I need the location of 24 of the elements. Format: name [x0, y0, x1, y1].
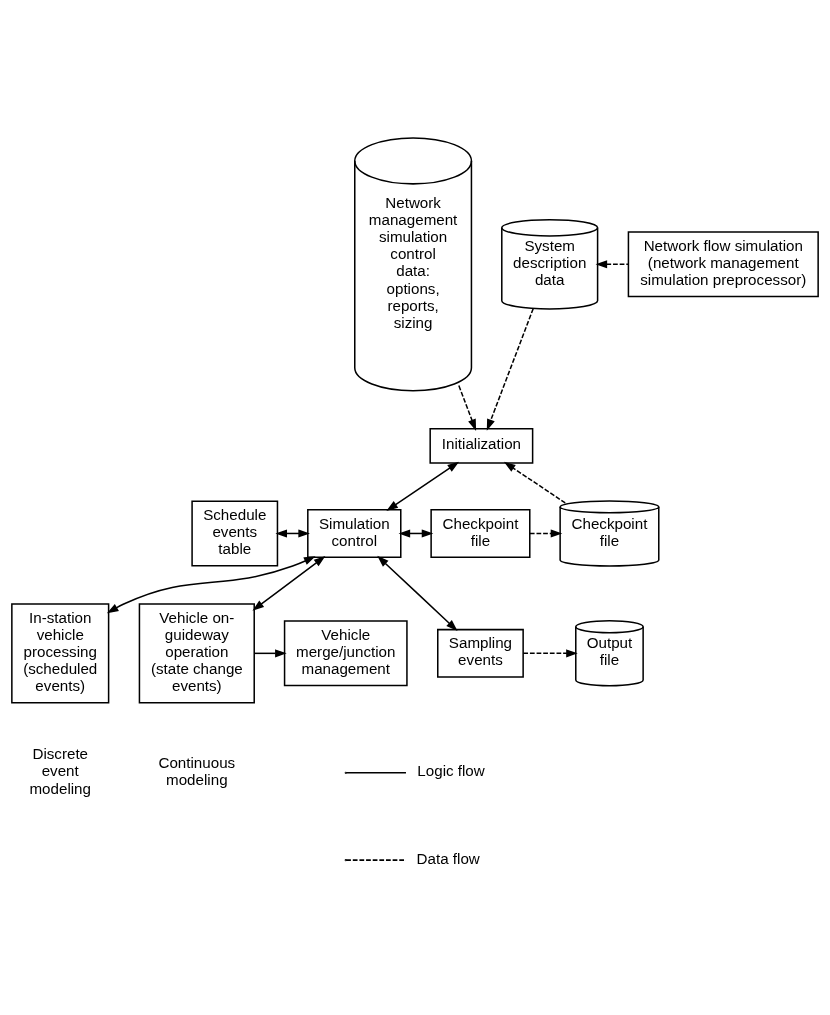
- node-box: Simulation control: [307, 509, 402, 558]
- arrow: [458, 384, 477, 431]
- arrow: [486, 308, 534, 431]
- node-label: Continuous modeling: [158, 753, 236, 788]
- arrow: [595, 260, 629, 269]
- arrow: [377, 555, 458, 631]
- legend-label: Logic flow: [417, 762, 485, 780]
- arrow: [503, 461, 566, 504]
- node-label: Discrete event modeling: [29, 745, 91, 797]
- arrow: [522, 649, 578, 658]
- arrow: [529, 529, 563, 538]
- node-box: Vehicle merge/junction management: [283, 620, 408, 687]
- arrow: [106, 556, 316, 614]
- legend-label: Data flow: [416, 849, 480, 867]
- node-box: Initialization: [429, 428, 534, 464]
- node-box: Sampling events: [437, 628, 524, 678]
- node-box: Vehicle on-guideway operation (state change events): [138, 603, 255, 704]
- node-box: Checkpoint file: [430, 509, 531, 558]
- arrow: [252, 556, 326, 611]
- node-box: Network flow simulation (network management simulation preprocessor): [627, 231, 819, 298]
- node-box: In-station vehicle processing (scheduled events): [11, 603, 110, 704]
- arrow: [386, 461, 460, 511]
- node-box: Schedule events table: [191, 500, 279, 567]
- arrow: [253, 649, 287, 658]
